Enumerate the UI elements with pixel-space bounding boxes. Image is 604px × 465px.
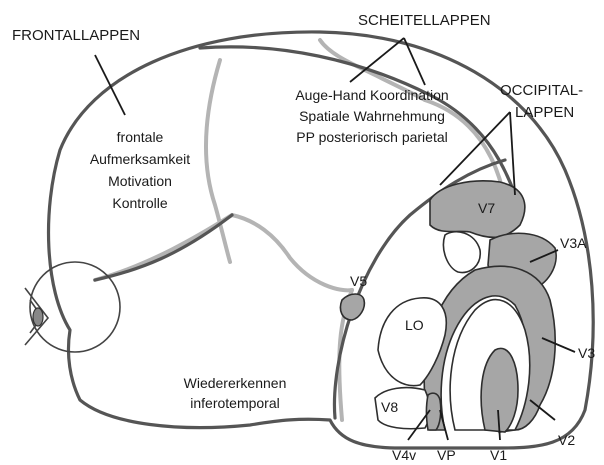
parietal-function-2: Spatiale Wahrnehmung bbox=[299, 108, 445, 124]
inferotemporal-line-1: Wiedererkennen bbox=[184, 375, 287, 391]
eye-icon bbox=[25, 288, 48, 345]
area-v4v-label: V4v bbox=[392, 447, 416, 463]
occipital-lobe-label-2: LAPPEN bbox=[515, 104, 574, 121]
frontal-function-4: Kontrolle bbox=[112, 195, 167, 211]
lateral-sulcus bbox=[95, 215, 352, 290]
eye-circle bbox=[30, 262, 120, 352]
frontal-function-1: frontale bbox=[117, 129, 164, 145]
frontal-lobe-label: FRONTALLAPPEN bbox=[12, 27, 140, 44]
frontal-function-3: Motivation bbox=[108, 173, 172, 189]
occipital-lobe-label-1: OCCIPITAL- bbox=[500, 82, 583, 99]
area-lo-label: LO bbox=[405, 317, 424, 333]
area-v3a-label: V3A bbox=[560, 235, 587, 251]
parietal-function-1: Auge-Hand Koordination bbox=[295, 87, 448, 103]
area-v3-label: V3 bbox=[578, 345, 595, 361]
frontal-function-2: Aufmerksamkeit bbox=[90, 151, 190, 167]
area-vp-label: VP bbox=[437, 447, 456, 463]
area-v2-label: V2 bbox=[558, 432, 575, 448]
parietal-lobe-label: SCHEITELLAPPEN bbox=[358, 12, 491, 29]
frontal-boundary bbox=[95, 215, 232, 280]
parietal-function-3: PP posteriorisch parietal bbox=[296, 129, 447, 145]
area-v8-label: V8 bbox=[381, 399, 398, 415]
inferotemporal-line-2: inferotemporal bbox=[190, 395, 280, 411]
frontal-pointer bbox=[95, 55, 125, 115]
area-upper-occipital bbox=[443, 232, 480, 273]
area-v5-label: V5 bbox=[350, 273, 367, 289]
area-v1-label: V1 bbox=[490, 447, 507, 463]
area-v7-label: V7 bbox=[478, 200, 495, 216]
area-v5-region bbox=[340, 294, 364, 320]
